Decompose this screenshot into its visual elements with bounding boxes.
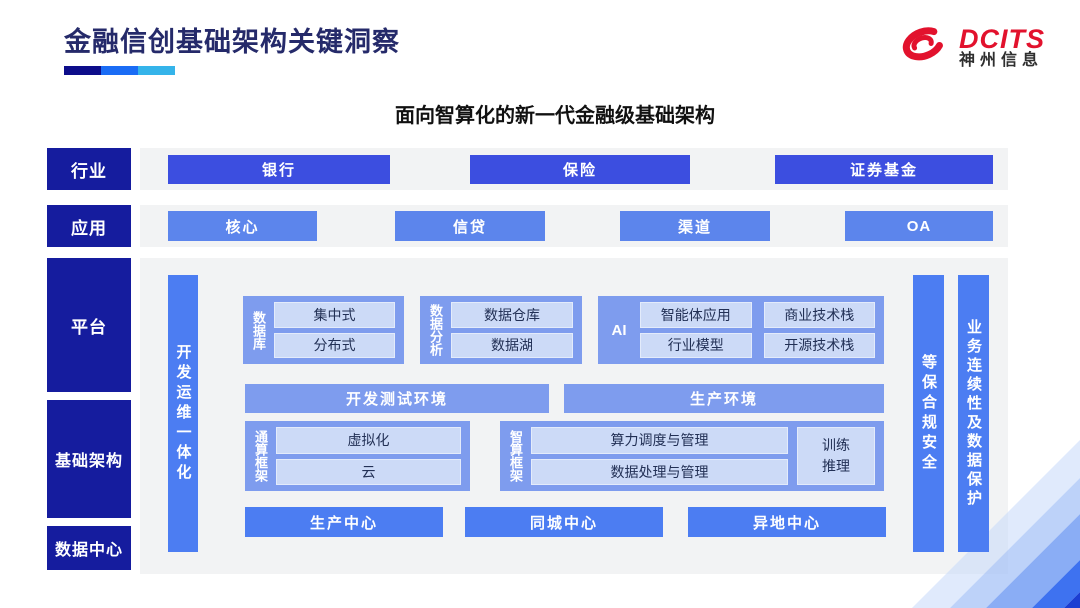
general-compute-group-label: 通算框架 <box>253 430 268 482</box>
sidebar-label-application: 应用 <box>47 205 131 247</box>
compute-scheduling-box: 算力调度与管理 <box>531 427 788 454</box>
sidebar-label-industry: 行业 <box>47 148 131 190</box>
ai-industry-model-box: 行业模型 <box>640 332 752 358</box>
security-compliance-vertical-bar: 等保合规安全 <box>913 275 944 552</box>
ai-group-label: AI <box>611 321 627 339</box>
logo-brand-text: DCITS <box>959 23 1045 54</box>
devops-vertical-bar: 开发运维一体化 <box>168 275 198 552</box>
diagram-title: 面向智算化的新一代金融级基础架构 <box>395 105 715 127</box>
general-compute-group: 通算框架 虚拟化 云 <box>245 421 470 491</box>
company-logo: DCITS 神州信息 <box>893 18 1045 77</box>
sidebar-label-infrastructure: 基础架构 <box>47 400 131 518</box>
database-centralized-box: 集中式 <box>274 302 395 328</box>
devtest-environment-bar: 开发测试环境 <box>245 384 549 413</box>
training-inference-box: 训练推理 <box>797 427 875 485</box>
training-inference-label: 训练推理 <box>822 437 850 474</box>
page-title: 金融信创基础架构关键洞察 <box>64 27 400 57</box>
application-oa-box: OA <box>845 211 993 241</box>
ai-compute-group-label: 智算框架 <box>508 430 523 482</box>
database-distributed-box: 分布式 <box>274 332 395 358</box>
database-group: 数据库 集中式 分布式 <box>243 296 404 364</box>
industry-securities-box: 证券基金 <box>775 155 993 184</box>
same-city-center-box: 同城中心 <box>465 507 663 537</box>
data-processing-box: 数据处理与管理 <box>531 458 788 485</box>
data-lake-box: 数据湖 <box>451 332 573 358</box>
ai-commercial-stack-box: 商业技术栈 <box>763 302 875 328</box>
database-group-label: 数据库 <box>251 310 266 350</box>
business-continuity-vertical-bar: 业务连续性及数据保护 <box>958 275 989 552</box>
ai-group: AI 智能体应用 商业技术栈 行业模型 开源技术栈 <box>598 296 884 364</box>
underline-segment-dark <box>64 66 101 75</box>
virtualization-box: 虚拟化 <box>276 427 461 454</box>
ai-compute-group: 智算框架 算力调度与管理 数据处理与管理 训练推理 <box>500 421 884 491</box>
data-analytics-group-label: 数据分析 <box>428 304 443 356</box>
industry-insurance-box: 保险 <box>470 155 690 184</box>
sidebar-label-datacenter: 数据中心 <box>47 526 131 570</box>
application-core-box: 核心 <box>168 211 317 241</box>
data-analytics-group: 数据分析 数据仓库 数据湖 <box>420 296 582 364</box>
production-environment-bar: 生产环境 <box>564 384 884 413</box>
data-warehouse-box: 数据仓库 <box>451 302 573 328</box>
title-underline <box>64 66 175 75</box>
underline-segment-blue <box>101 66 138 75</box>
industry-bank-box: 银行 <box>168 155 390 184</box>
application-credit-box: 信贷 <box>395 211 545 241</box>
logo-swirl-icon <box>893 18 951 77</box>
sidebar-label-platform: 平台 <box>47 258 131 392</box>
cloud-box: 云 <box>276 458 461 485</box>
application-channel-box: 渠道 <box>620 211 770 241</box>
ai-opensource-stack-box: 开源技术栈 <box>763 332 875 358</box>
ai-agent-app-box: 智能体应用 <box>640 302 752 328</box>
production-center-box: 生产中心 <box>245 507 443 537</box>
underline-segment-cyan <box>138 66 175 75</box>
remote-center-box: 异地中心 <box>688 507 886 537</box>
logo-name-text: 神州信息 <box>959 52 1044 70</box>
